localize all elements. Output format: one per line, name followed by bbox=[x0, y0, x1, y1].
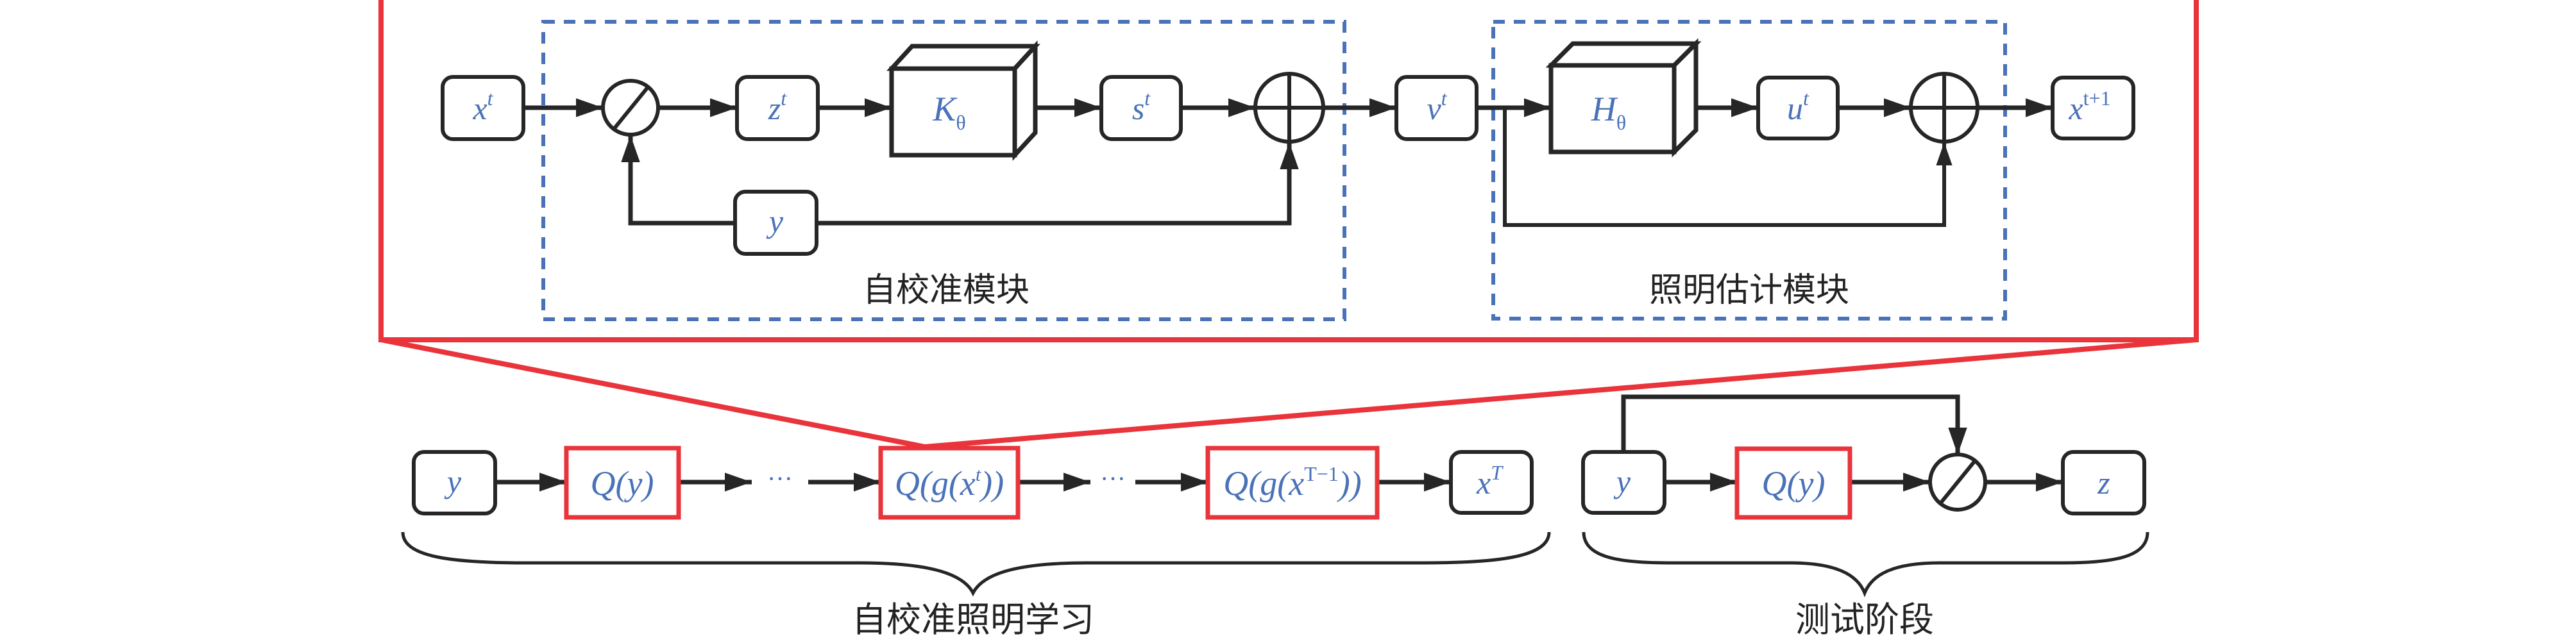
zoom-connector-right bbox=[924, 337, 2197, 449]
svg-text:Kθ: Kθ bbox=[932, 90, 965, 134]
plus-icon bbox=[1909, 72, 1979, 144]
node-xt1: xt+1 bbox=[2051, 76, 2135, 140]
test-q-y: Q(y) bbox=[1734, 446, 1852, 520]
testing-brace bbox=[1582, 531, 2149, 597]
illumination-module-frame bbox=[1491, 20, 2007, 321]
skip-vt-to-add bbox=[1503, 108, 1953, 227]
node-st: st bbox=[1099, 75, 1183, 141]
svg-text:y: y bbox=[444, 463, 462, 499]
node-vt: vt bbox=[1394, 75, 1479, 141]
svg-text:Hθ: Hθ bbox=[1591, 90, 1626, 134]
ellipsis: ··· bbox=[1100, 464, 1126, 493]
testing-label: 测试阶段 bbox=[1795, 599, 1934, 640]
svg-text:zt: zt bbox=[768, 87, 787, 126]
svg-text:xT: xT bbox=[1476, 461, 1504, 501]
svg-text:Q(y): Q(y) bbox=[1762, 464, 1826, 503]
network-k-cube: Kθ bbox=[886, 40, 1040, 162]
divide-icon bbox=[1928, 453, 1987, 512]
train-node-xT: xT bbox=[1449, 450, 1534, 515]
feedback-y-to-add bbox=[817, 142, 1299, 226]
zoom-connector-left bbox=[380, 337, 926, 449]
train-q-g-xt: Q(g(xt)) bbox=[878, 446, 1021, 520]
training-label: 自校准照明学习 bbox=[852, 599, 1094, 640]
train-node-y: y bbox=[412, 450, 497, 515]
ellipsis: ··· bbox=[767, 464, 793, 493]
feedback-y-to-divide bbox=[621, 135, 735, 226]
self-calibration-module-label: 自校准模块 bbox=[863, 271, 1030, 310]
plus-icon bbox=[1253, 72, 1325, 144]
test-node-z: z bbox=[2061, 450, 2146, 515]
svg-text:y: y bbox=[766, 203, 784, 239]
svg-text:y: y bbox=[1613, 463, 1631, 499]
node-y-feedback: y bbox=[733, 190, 818, 256]
self-calibration-module-frame bbox=[541, 20, 1346, 321]
training-brace bbox=[401, 531, 1551, 597]
svg-text:z: z bbox=[2097, 465, 2110, 501]
svg-text:xt: xt bbox=[472, 87, 493, 126]
train-q-g-xT-1: Q(g(xT−1)) bbox=[1205, 446, 1380, 520]
node-ut: ut bbox=[1756, 76, 1840, 140]
svg-text:ut: ut bbox=[1787, 87, 1809, 126]
zoom-inset bbox=[378, 0, 2199, 449]
svg-text:Q(y): Q(y) bbox=[591, 464, 654, 503]
test-node-y: y bbox=[1581, 450, 1666, 515]
illumination-module-label: 照明估计模块 bbox=[1649, 271, 1849, 310]
node-xt: xt bbox=[441, 75, 525, 141]
svg-text:st: st bbox=[1132, 87, 1151, 126]
svg-text:Q(g(xT−1)): Q(g(xT−1)) bbox=[1223, 462, 1362, 503]
train-q-y: Q(y) bbox=[564, 446, 681, 520]
network-h-cube: Hθ bbox=[1545, 38, 1702, 158]
test-wires bbox=[1621, 394, 2063, 492]
svg-text:Q(g(xt)): Q(g(xt)) bbox=[895, 464, 1004, 503]
svg-text:vt: vt bbox=[1427, 87, 1447, 126]
divide-icon bbox=[601, 79, 660, 137]
zoom-inset-frame bbox=[378, 0, 2199, 342]
svg-text:xt+1: xt+1 bbox=[2068, 87, 2110, 126]
top-row-wires bbox=[523, 98, 2053, 227]
node-zt: zt bbox=[735, 75, 820, 141]
test-skip-y-to-divide bbox=[1621, 394, 1967, 455]
